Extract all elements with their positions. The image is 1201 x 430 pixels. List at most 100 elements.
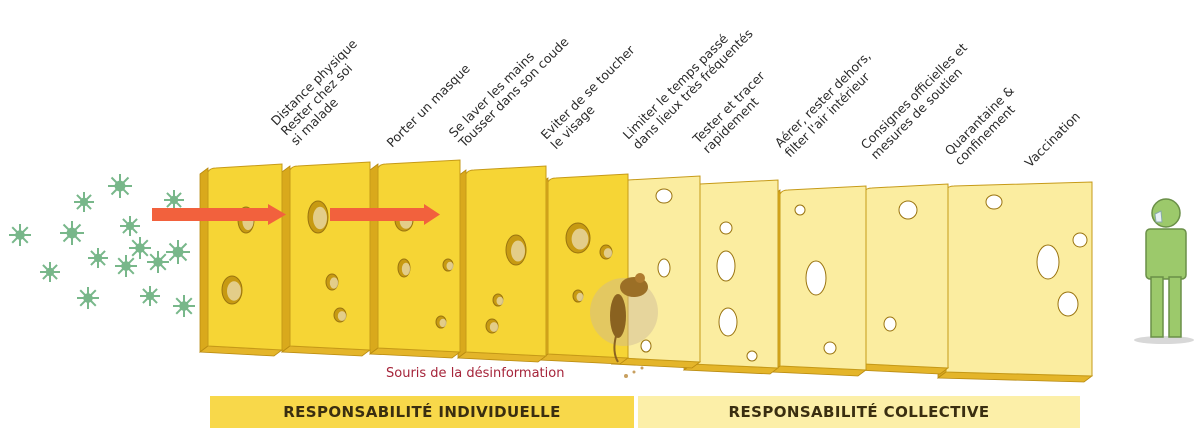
virus-icon <box>9 224 31 246</box>
cheese-hole <box>1073 233 1087 247</box>
slice-edge <box>282 166 290 352</box>
hole-depth <box>572 229 589 250</box>
layer-label-line: Vaccination <box>1022 109 1084 171</box>
virus-icon <box>120 216 140 236</box>
slice-face <box>466 166 546 356</box>
person-leg <box>1151 277 1163 337</box>
cheese-hole <box>795 205 805 215</box>
cheese-slice-9 <box>856 184 948 374</box>
virus-core <box>135 243 145 253</box>
virus-icon <box>140 286 160 306</box>
person-torso <box>1146 229 1186 279</box>
hole-depth <box>402 263 410 276</box>
cheese-hole <box>719 308 737 336</box>
cheese-hole <box>824 342 836 354</box>
cheese-slice-8 <box>772 186 866 376</box>
virus-icon <box>166 240 190 264</box>
hole-depth <box>227 281 241 301</box>
virus-icon <box>173 295 195 317</box>
cheese-hole <box>986 195 1002 209</box>
cheese-slice-10 <box>938 182 1092 382</box>
cheese-hole <box>641 340 651 352</box>
cheese-slices <box>200 160 1092 382</box>
virus-icon <box>115 255 137 277</box>
hole-depth <box>440 319 447 327</box>
mouse-body-icon <box>610 294 626 338</box>
hole-depth <box>330 277 338 288</box>
cheese-hole <box>720 222 732 234</box>
hole-depth <box>490 322 498 332</box>
hole-depth <box>604 248 612 258</box>
virus-icon <box>77 287 99 309</box>
cheese-hole <box>656 189 672 203</box>
slice-face <box>378 160 460 352</box>
virus-core <box>126 222 134 230</box>
layer-label-line: filter l'air intérieur <box>782 69 874 161</box>
layer-label-5: Limiter le temps passédans lieux très fr… <box>620 16 756 152</box>
collective-responsibility-bar: RESPONSABILITÉ COLLECTIVE <box>638 396 1080 428</box>
virus-core <box>170 196 178 204</box>
virus-core <box>83 293 93 303</box>
layer-labels: Distance physiqueRester chez soisi malad… <box>268 16 1083 170</box>
hole-depth <box>447 262 454 270</box>
virus-core <box>179 301 189 311</box>
virus-icon <box>108 174 132 198</box>
virus-core <box>67 228 78 239</box>
mouse-caption: Souris de la désinformation <box>386 366 564 381</box>
slice-face <box>290 162 370 350</box>
individual-responsibility-bar: RESPONSABILITÉ INDIVIDUELLE <box>210 396 634 428</box>
crumb <box>633 371 636 374</box>
cheese-hole <box>1058 292 1078 316</box>
virus-core <box>15 230 25 240</box>
cheese-slice-4 <box>458 166 546 362</box>
layer-label-1: Distance physiqueRester chez soisi malad… <box>268 36 380 148</box>
cheese-hole <box>1037 245 1059 279</box>
layer-label-9: Quarantaine &confinement <box>942 83 1027 168</box>
layer-label-10: Vaccination <box>1022 109 1084 171</box>
cheese-hole <box>884 317 896 331</box>
virus-core <box>80 198 88 206</box>
person-shadow <box>1134 336 1194 344</box>
hole-depth <box>511 241 525 262</box>
cheese-hole <box>717 251 735 281</box>
virus-icon <box>88 248 108 268</box>
virus-icon <box>74 192 94 212</box>
virus-icon <box>164 190 184 210</box>
crumb <box>624 374 628 378</box>
hole-depth <box>313 207 327 229</box>
virus-icon <box>129 237 151 259</box>
virus-core <box>146 292 154 300</box>
arrow-shaft <box>330 208 426 221</box>
slice-edge <box>200 168 208 352</box>
slice-face <box>692 180 778 368</box>
virus-core <box>173 247 184 258</box>
cheese-slice-3 <box>370 160 460 358</box>
virus-icon <box>147 251 169 273</box>
slice-face <box>208 164 282 350</box>
cheese-hole <box>899 201 917 219</box>
cheese-slice-1 <box>200 164 282 356</box>
virus-core <box>153 257 163 267</box>
virus-icon <box>40 262 60 282</box>
slice-face <box>946 182 1092 376</box>
virus-core <box>94 254 102 262</box>
layer-label-line: Aérer, rester dehors, <box>772 48 874 150</box>
slice-edge <box>370 164 378 354</box>
virus-core <box>121 261 131 271</box>
protected-person-icon <box>1134 199 1194 344</box>
mouse-ear-icon <box>635 273 645 283</box>
virus-icon <box>60 221 84 245</box>
hole-depth <box>497 297 504 305</box>
hole-depth <box>577 293 584 301</box>
cheese-slice-2 <box>282 162 370 356</box>
arrow-shaft <box>152 208 270 221</box>
hole-depth <box>338 311 346 321</box>
cheese-hole <box>658 259 670 277</box>
virus-core <box>115 181 126 192</box>
crumb <box>641 367 644 370</box>
person-leg <box>1169 277 1181 337</box>
cheese-hole <box>806 261 826 295</box>
cheese-hole <box>747 351 757 361</box>
virus-core <box>46 268 54 276</box>
